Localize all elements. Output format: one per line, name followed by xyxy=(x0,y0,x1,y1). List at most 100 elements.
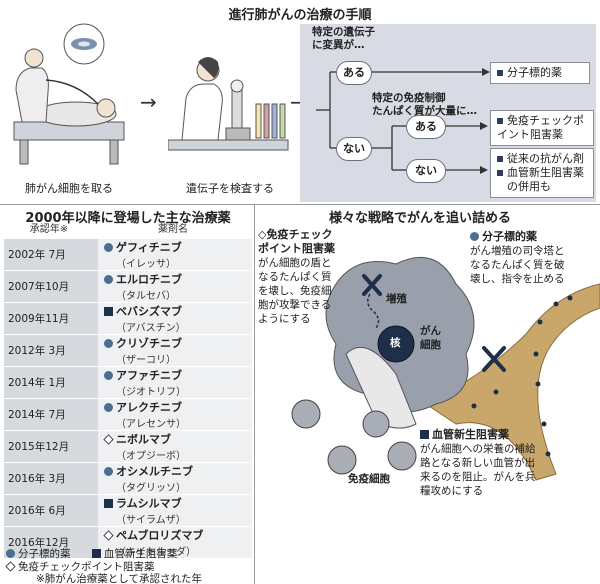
drug-name: クリゾチニブ xyxy=(116,337,182,350)
diamond-marker-icon xyxy=(103,434,114,445)
drug-name: アレクチニブ xyxy=(116,401,182,414)
circle-marker-icon xyxy=(104,403,113,412)
label-nucleus: 核 xyxy=(390,337,401,349)
table-header: 承認年※ 薬剤名 xyxy=(4,222,252,238)
drug-table: 承認年※ 薬剤名 2002年 7月ゲフィチニブ（イレッサ）2007年10月エルロ… xyxy=(4,222,252,558)
row-drug: ベバシズマブ （アバスチン） xyxy=(98,303,252,334)
flow-aru-2: ある xyxy=(406,115,446,139)
square-marker-icon xyxy=(91,549,101,558)
row-year: 2014年 7月 xyxy=(4,399,98,430)
square-marker-icon xyxy=(420,430,429,439)
flow-result-targeted: 分子標的薬 xyxy=(490,62,590,84)
row-drug: オシメルチニブ （タグリッソ） xyxy=(98,463,252,494)
legend-row-1: 分子標的薬 血管新生阻害薬 xyxy=(6,546,177,561)
table-row: 2015年12月 ニボルマブ （オプジーボ） xyxy=(4,430,252,462)
square-marker-icon xyxy=(104,307,113,316)
vessel-strategy: 血管新生阻害薬 がん細胞への栄養の補給 路となる新しい血管が出 来るのを阻止。が… xyxy=(420,428,536,497)
flow-question-1: 特定の遺伝子 に変異が… xyxy=(312,26,375,51)
flow-nai-2: ない xyxy=(406,159,446,183)
label-proliferation: 増殖 xyxy=(386,293,407,305)
flow-result-immune: 免疫チェックポ イント阻害薬 xyxy=(490,110,594,146)
targeted-strategy: 分子標的薬 がん増殖の司令塔と なるたんぱく質を破 壊し、指令を止める xyxy=(470,230,565,285)
drug-brand: （アバスチン） xyxy=(116,323,186,334)
row-year: 2014年 1月 xyxy=(4,367,98,398)
row-year: 2015年12月 xyxy=(4,431,98,462)
immune-strategy: ◇免疫チェック ポイント阻害薬 がん細胞の盾と なるたんぱく質 を壊し、免疫細 … xyxy=(258,228,335,325)
microscope-illustration xyxy=(168,57,289,151)
row-drug: ラムシルマブ （サイラムザ） xyxy=(98,495,252,526)
table-row: 2014年 7月 アレクチニブ （アレセンサ） xyxy=(4,398,252,430)
drug-brand: （タグリッソ） xyxy=(116,483,186,494)
strategy-illustration xyxy=(291,256,600,481)
circle-marker-icon xyxy=(104,275,113,284)
drug-brand: （アレセンサ） xyxy=(116,419,186,430)
drug-name: ベバシズマブ xyxy=(116,305,182,318)
drug-name: ゲフィチニブ xyxy=(116,241,182,254)
table-row: 2009年11月 ベバシズマブ （アバスチン） xyxy=(4,302,252,334)
drug-brand: （ジオトリフ） xyxy=(116,387,186,398)
drug-name: オシメルチニブ xyxy=(116,465,193,478)
step2-caption: 遺伝子を検査する xyxy=(186,182,274,195)
drug-brand: （オプジーボ） xyxy=(116,451,186,462)
row-year: 2012年 3月 xyxy=(4,335,98,366)
circle-marker-icon xyxy=(6,549,15,558)
row-year: 2007年10月 xyxy=(4,271,98,302)
circle-marker-icon xyxy=(470,232,479,241)
table-footnote: ※肺がん治療薬として承認された年 xyxy=(36,573,202,584)
row-drug: クリゾチニブ （ザーコリ） xyxy=(98,335,252,366)
drug-brand: （タルセバ） xyxy=(116,291,176,302)
row-drug: ニボルマブ （オプジーボ） xyxy=(98,431,252,462)
diamond-marker-icon xyxy=(5,561,16,572)
row-drug: エルロチニブ （タルセバ） xyxy=(98,271,252,302)
drug-brand: （キイトルーダ） xyxy=(116,547,196,558)
header-year: 承認年※ xyxy=(29,224,69,235)
circle-marker-icon xyxy=(104,371,113,380)
label-immune-cell: 免疫細胞 xyxy=(348,473,390,485)
legend-row-2: 免疫チェックポイント阻害薬 xyxy=(5,559,155,574)
header-name: 薬剤名 xyxy=(158,224,188,235)
drug-brand: （イレッサ） xyxy=(116,259,176,270)
table-row: 2002年 7月 ゲフィチニブ （イレッサ） xyxy=(4,238,252,270)
biopsy-illustration xyxy=(13,23,125,165)
row-drug: ゲフィチニブ （イレッサ） xyxy=(98,239,252,270)
flow-title: 進行肺がんの治療の手順 xyxy=(228,8,372,23)
drug-name: エルロチニブ xyxy=(116,273,182,286)
flow-connectors xyxy=(316,68,490,174)
circle-marker-icon xyxy=(104,339,113,348)
row-year: 2016年 3月 xyxy=(4,463,98,494)
divider-vertical xyxy=(254,204,255,584)
flow-aru-1: ある xyxy=(336,61,372,85)
row-drug: アレクチニブ （アレセンサ） xyxy=(98,399,252,430)
row-drug: ペムブロリズマブ （キイトルーダ） xyxy=(98,527,252,558)
drug-brand: （サイラムザ） xyxy=(116,515,186,526)
row-year: 2016年12月 xyxy=(4,527,98,558)
arrow-right-1: → xyxy=(140,90,157,114)
row-year: 2002年 7月 xyxy=(4,239,98,270)
flow-nai-1: ない xyxy=(336,137,372,161)
circle-marker-icon xyxy=(104,243,113,252)
step1-caption: 肺がん細胞を取る xyxy=(25,182,113,195)
divider-horizontal xyxy=(0,204,600,205)
flow-question-2: 特定の免疫制御 たんぱく質が大量に… xyxy=(372,92,477,117)
drug-brand: （ザーコリ） xyxy=(116,355,176,366)
drug-name: ペムブロリズマブ xyxy=(116,529,204,542)
row-drug: アファチニブ （ジオトリフ） xyxy=(98,367,252,398)
table-row: 2007年10月 エルロチニブ （タルセバ） xyxy=(4,270,252,302)
table-row: 2016年 6月 ラムシルマブ （サイラムザ） xyxy=(4,494,252,526)
table-row: 2012年 3月 クリゾチニブ （ザーコリ） xyxy=(4,334,252,366)
square-marker-icon xyxy=(104,499,113,508)
strategy-title: 様々な戦略でがんを追い詰める xyxy=(328,211,511,226)
flow-result-conventional: 従来の抗がん剤 血管新生阻害薬 の併用も xyxy=(490,148,594,198)
table-row: 2016年 3月 オシメルチニブ （タグリッソ） xyxy=(4,462,252,494)
row-year: 2009年11月 xyxy=(4,303,98,334)
table-row: 2014年 1月 アファチニブ （ジオトリフ） xyxy=(4,366,252,398)
drug-name: ラムシルマブ xyxy=(116,497,182,510)
drug-name: アファチニブ xyxy=(116,369,182,382)
row-year: 2016年 6月 xyxy=(4,495,98,526)
table-title: 2000年以降に登場した主な治療薬 xyxy=(25,211,231,226)
table-row: 2016年12月 ペムブロリズマブ （キイトルーダ） xyxy=(4,526,252,558)
diamond-marker-icon xyxy=(103,530,114,541)
drug-name: ニボルマブ xyxy=(116,433,171,446)
circle-marker-icon xyxy=(104,467,113,476)
label-cancer-cell: がん 細胞 xyxy=(420,325,441,351)
